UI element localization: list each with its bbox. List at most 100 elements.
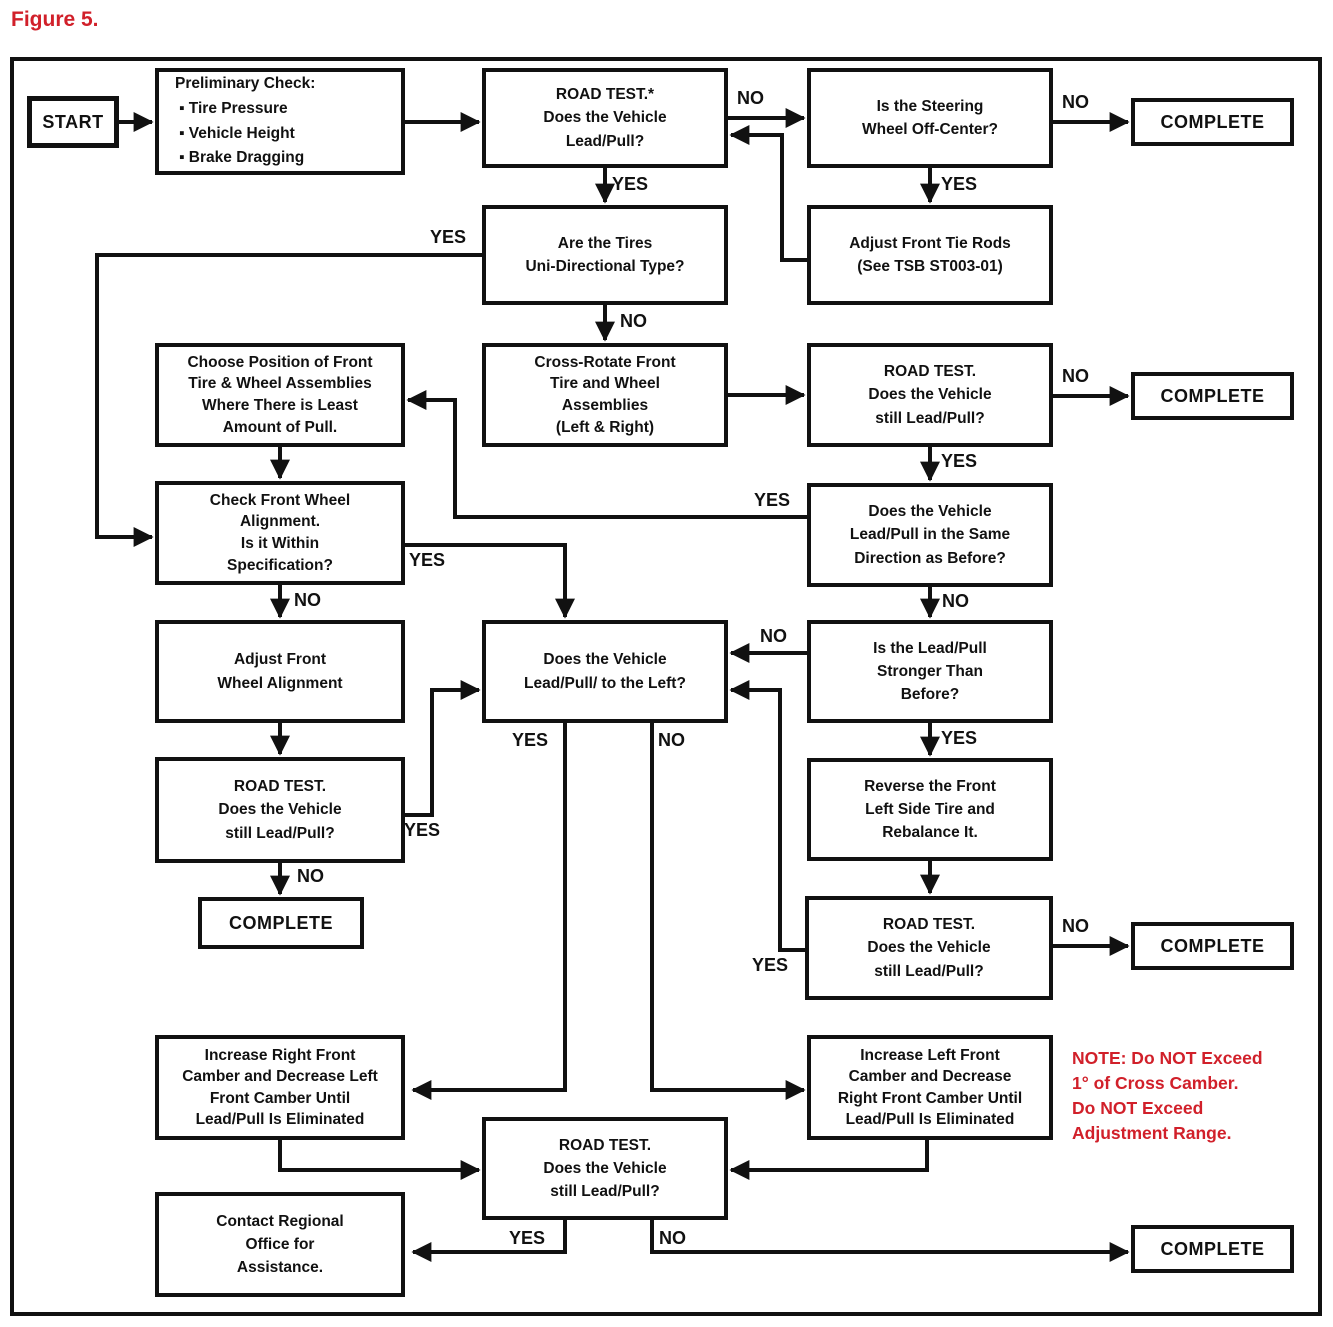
flow-node-adjust-tie-rods: Adjust Front Tie Rods (See TSB ST003-01) <box>807 205 1053 305</box>
node-text: Office for <box>245 1235 315 1253</box>
node-text: Adjust Front <box>233 651 327 669</box>
flow-node-lead-pull-left: Does the Vehicle Lead/Pull/ to the Left? <box>482 620 728 723</box>
node-text: Before? <box>900 686 960 704</box>
flow-node-choose-position: Choose Position of Front Tire & Wheel As… <box>155 343 405 447</box>
node-text: COMPLETE <box>228 912 333 933</box>
node-text: Wheel Off-Center? <box>861 121 999 138</box>
edge-label-yes: YES <box>754 490 791 510</box>
node-text: still Lead/Pull? <box>875 409 985 427</box>
node-text: ▪ Tire Pressure <box>179 99 288 117</box>
node-text: COMPLETE <box>1160 385 1265 406</box>
flow-node-road-test-3: ROAD TEST. Does the Vehicle still Lead/P… <box>155 757 405 863</box>
node-text: Contact Regional <box>216 1212 344 1230</box>
node-text: ROAD TEST.* <box>555 86 655 104</box>
edge-label-yes: YES <box>941 451 978 471</box>
edge-label-yes: YES <box>752 955 789 975</box>
node-text: Where There is Least <box>202 397 358 414</box>
node-text: ROAD TEST. <box>558 1136 652 1154</box>
note-text: NOTE: Do NOT Exceed <box>1072 1048 1263 1068</box>
node-text: START <box>42 111 104 132</box>
node-text: still Lead/Pull? <box>550 1183 660 1201</box>
node-text: Camber and Decrease Left <box>182 1068 378 1086</box>
camber-warning-note: NOTE: Do NOT Exceed 1° of Cross Camber. … <box>1072 1046 1333 1145</box>
node-text: Does the Vehicle <box>868 503 992 521</box>
flow-node-increase-left-camber: Increase Left Front Camber and Decrease … <box>807 1035 1053 1140</box>
edge-label-yes: YES <box>941 728 978 748</box>
flow-node-road-test-5: ROAD TEST. Does the Vehicle still Lead/P… <box>482 1117 728 1220</box>
node-text: Assemblies <box>561 397 649 414</box>
node-text: Does the Vehicle <box>868 386 992 404</box>
node-text: Lead/Pull/ to the Left? <box>524 674 686 692</box>
flow-node-check-alignment: Check Front Wheel Alignment. Is it Withi… <box>155 481 405 585</box>
flow-node-road-test-4: ROAD TEST. Does the Vehicle still Lead/P… <box>805 896 1053 1000</box>
node-text: Front Camber Until <box>209 1089 351 1107</box>
node-text: ROAD TEST. <box>233 778 327 796</box>
node-text: Is the Steering <box>876 97 984 115</box>
node-text: Wheel Alignment <box>217 674 343 692</box>
node-text: Left Side Tire and <box>865 800 995 818</box>
edge-label-no: NO <box>1062 916 1089 936</box>
edge-label-no: NO <box>297 866 324 886</box>
node-text: Increase Left Front <box>860 1046 1000 1064</box>
node-text: (Left & Right) <box>555 418 655 436</box>
edge-label-no: NO <box>942 591 969 611</box>
note-text: Do NOT Exceed <box>1072 1097 1204 1118</box>
note-text: 1° of Cross Camber. <box>1072 1072 1239 1093</box>
node-text: Tire and Wheel <box>550 375 660 393</box>
node-text: Choose Position of Front <box>187 353 373 371</box>
node-text: Alignment. <box>239 513 321 531</box>
node-text: Specification? <box>227 556 333 574</box>
node-text: Preliminary Check: <box>175 74 316 92</box>
node-text: Is it Within <box>240 535 320 552</box>
node-text: Cross-Rotate Front <box>534 353 676 371</box>
node-text: Right Front Camber Until <box>837 1089 1023 1107</box>
edge-label-no: NO <box>737 88 764 108</box>
node-text: Adjust Front Tie Rods <box>849 234 1011 252</box>
flowchart-border <box>10 57 1322 1316</box>
node-text: Reverse the Front <box>864 777 996 795</box>
node-text: Camber and Decrease <box>848 1068 1012 1086</box>
flow-node-preliminary-check: Preliminary Check: ▪ Tire Pressure ▪ Veh… <box>155 68 405 175</box>
node-text: COMPLETE <box>1160 935 1265 956</box>
flow-node-road-test-1: ROAD TEST.* Does the Vehicle Lead/Pull? <box>482 68 728 168</box>
flow-node-complete-3: COMPLETE <box>198 897 364 949</box>
flow-node-stronger-than-before: Is the Lead/Pull Stronger Than Before? <box>807 620 1053 723</box>
flow-node-complete-5: COMPLETE <box>1131 1225 1294 1273</box>
figure-title: Figure 5. <box>11 8 99 31</box>
node-text: Are the Tires <box>557 234 653 252</box>
node-text: Lead/Pull Is Eliminated <box>845 1110 1015 1128</box>
edge-label-no: NO <box>620 311 647 331</box>
node-text: Does the Vehicle <box>543 1159 667 1177</box>
node-text: ROAD TEST. <box>883 363 977 381</box>
flow-node-uni-directional-tires: Are the Tires Uni-Directional Type? <box>482 205 728 305</box>
edge-label-no: NO <box>294 590 321 610</box>
flow-node-reverse-left-tire: Reverse the Front Left Side Tire and Reb… <box>807 758 1053 861</box>
node-text: Tire & Wheel Assemblies <box>188 375 372 393</box>
node-text: ROAD TEST. <box>882 916 976 934</box>
node-text: ▪ Brake Dragging <box>179 149 305 167</box>
node-text: Does the Vehicle <box>867 939 991 957</box>
node-text: Does the Vehicle <box>543 109 667 127</box>
flow-node-adjust-alignment: Adjust Front Wheel Alignment <box>155 620 405 723</box>
flow-node-contact-regional-office: Contact Regional Office for Assistance. <box>155 1192 405 1297</box>
edge-label-no: NO <box>760 626 787 646</box>
edge-label-yes: YES <box>509 1228 546 1248</box>
node-text: Does the Vehicle <box>218 801 342 819</box>
node-text: COMPLETE <box>1160 111 1265 132</box>
edge-label-yes: YES <box>409 550 446 570</box>
node-text: Lead/Pull? <box>565 132 645 150</box>
flow-node-start: START <box>27 96 119 148</box>
node-text: Rebalance It. <box>882 824 978 842</box>
edge-label-no: NO <box>658 730 685 750</box>
note-text: Adjustment Range. <box>1072 1122 1232 1143</box>
edge-label-yes: YES <box>941 174 978 194</box>
edge-label-no: NO <box>1062 366 1089 386</box>
node-text: Uni-Directional Type? <box>525 258 685 275</box>
edge-label-yes: YES <box>404 820 441 840</box>
node-text: Stronger Than <box>877 662 983 680</box>
flow-node-cross-rotate: Cross-Rotate Front Tire and Wheel Assemb… <box>482 343 728 447</box>
flow-node-same-direction: Does the Vehicle Lead/Pull in the Same D… <box>807 483 1053 587</box>
flow-node-steering-wheel-off-center: Is the Steering Wheel Off-Center? <box>807 68 1053 168</box>
flow-node-road-test-2: ROAD TEST. Does the Vehicle still Lead/P… <box>807 343 1053 447</box>
